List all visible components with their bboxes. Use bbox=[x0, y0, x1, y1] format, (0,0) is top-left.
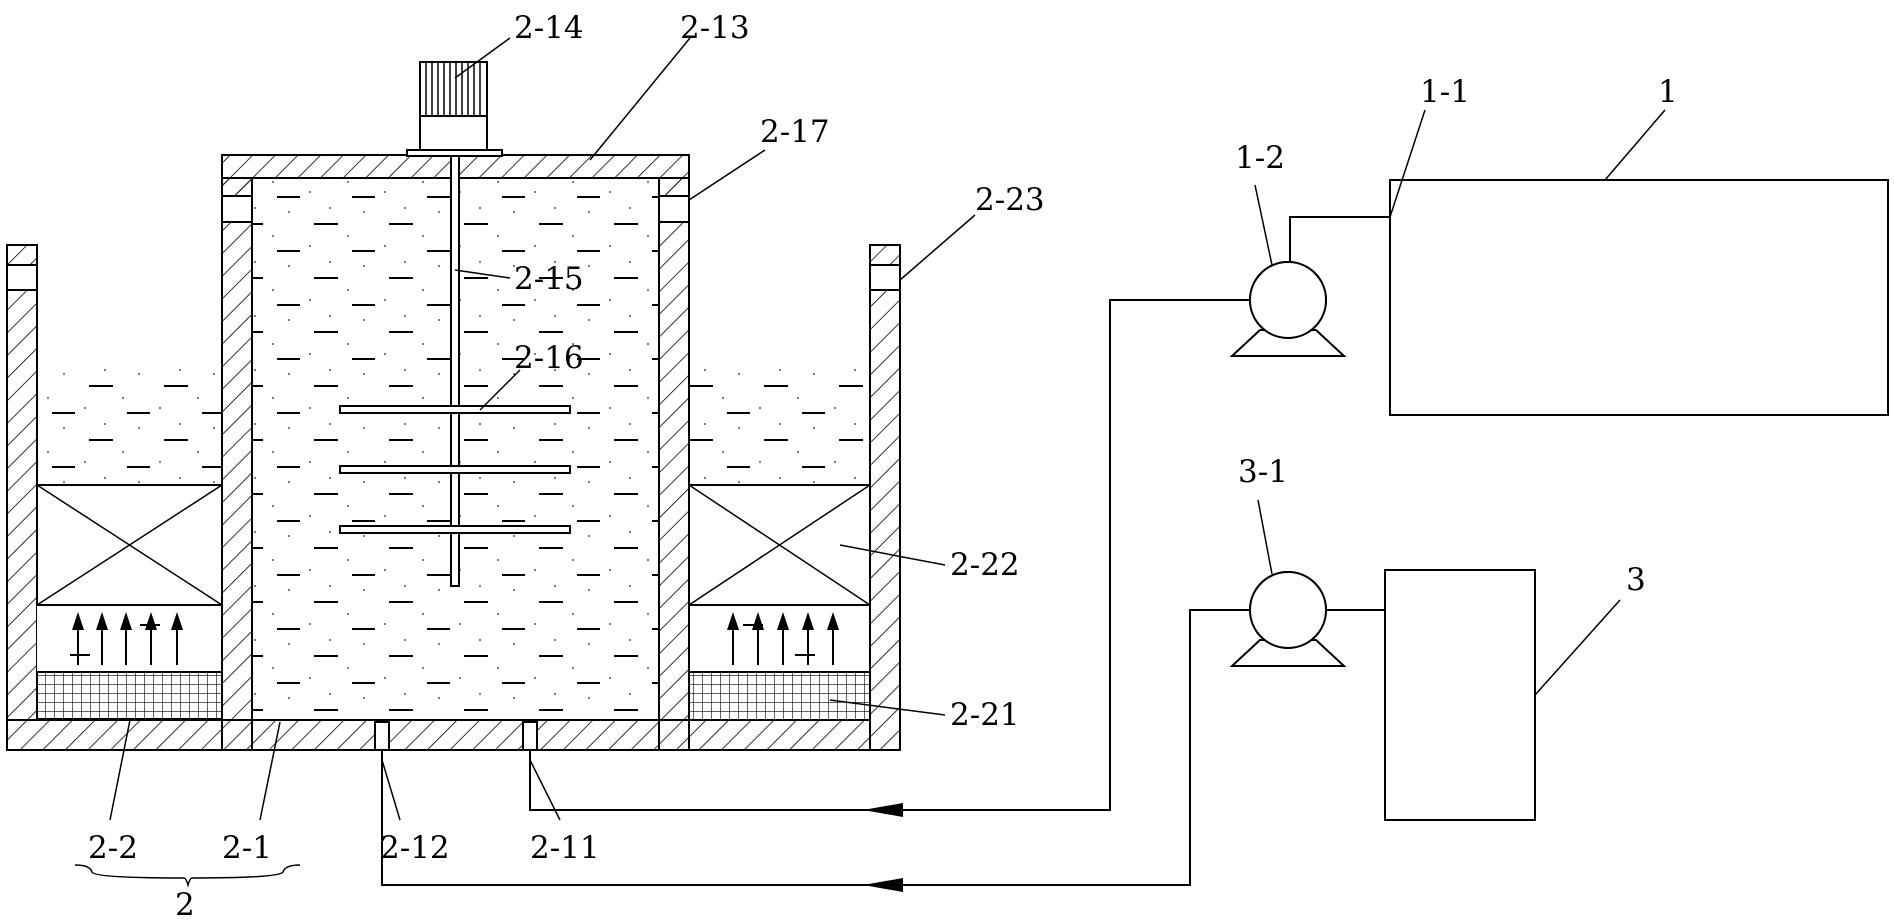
pump-3-1 bbox=[1229, 571, 1347, 667]
label-2-21: 2-21 bbox=[950, 697, 1020, 733]
label-1-2: 1-2 bbox=[1235, 140, 1285, 176]
pipe-inlet bbox=[529, 299, 1250, 817]
label-2: 2 bbox=[175, 887, 195, 923]
label-2-17: 2-17 bbox=[760, 114, 830, 150]
label-2-23: 2-23 bbox=[975, 182, 1045, 218]
aeration-arrows-left bbox=[70, 612, 183, 665]
tank-3 bbox=[1384, 569, 1536, 821]
label-2-2: 2-2 bbox=[88, 830, 138, 866]
label-2-16: 2-16 bbox=[514, 340, 584, 376]
label-2-1: 2-1 bbox=[222, 830, 272, 866]
label-1-1: 1-1 bbox=[1420, 74, 1470, 110]
stirrer-shaft bbox=[450, 155, 460, 587]
pipe-recycle bbox=[381, 609, 1250, 892]
pump-1-2 bbox=[1229, 261, 1347, 357]
outer-base-left bbox=[6, 719, 223, 751]
group-brace bbox=[74, 864, 301, 888]
label-2-13: 2-13 bbox=[680, 10, 750, 46]
outer-vessel-right bbox=[688, 244, 901, 751]
tank-1 bbox=[1389, 179, 1889, 416]
stirrer-blades bbox=[339, 405, 571, 534]
label-2-22: 2-22 bbox=[950, 547, 1020, 583]
label-2-14: 2-14 bbox=[514, 10, 584, 46]
label-3: 3 bbox=[1626, 562, 1646, 598]
outer-vessel-left bbox=[6, 244, 223, 721]
pipe-tank1 bbox=[1289, 216, 1390, 265]
leader-lines bbox=[109, 37, 1666, 821]
label-2-12: 2-12 bbox=[380, 830, 450, 866]
aeration-arrows-right bbox=[727, 612, 839, 665]
label-2-11: 2-11 bbox=[530, 830, 600, 866]
label-2-15: 2-15 bbox=[514, 261, 584, 297]
label-3-1: 3-1 bbox=[1238, 454, 1288, 490]
labels: 2-14 2-13 2-17 2-23 2-15 2-16 2-22 2-21 … bbox=[88, 10, 1678, 923]
motor bbox=[406, 61, 503, 157]
label-1: 1 bbox=[1658, 74, 1678, 110]
